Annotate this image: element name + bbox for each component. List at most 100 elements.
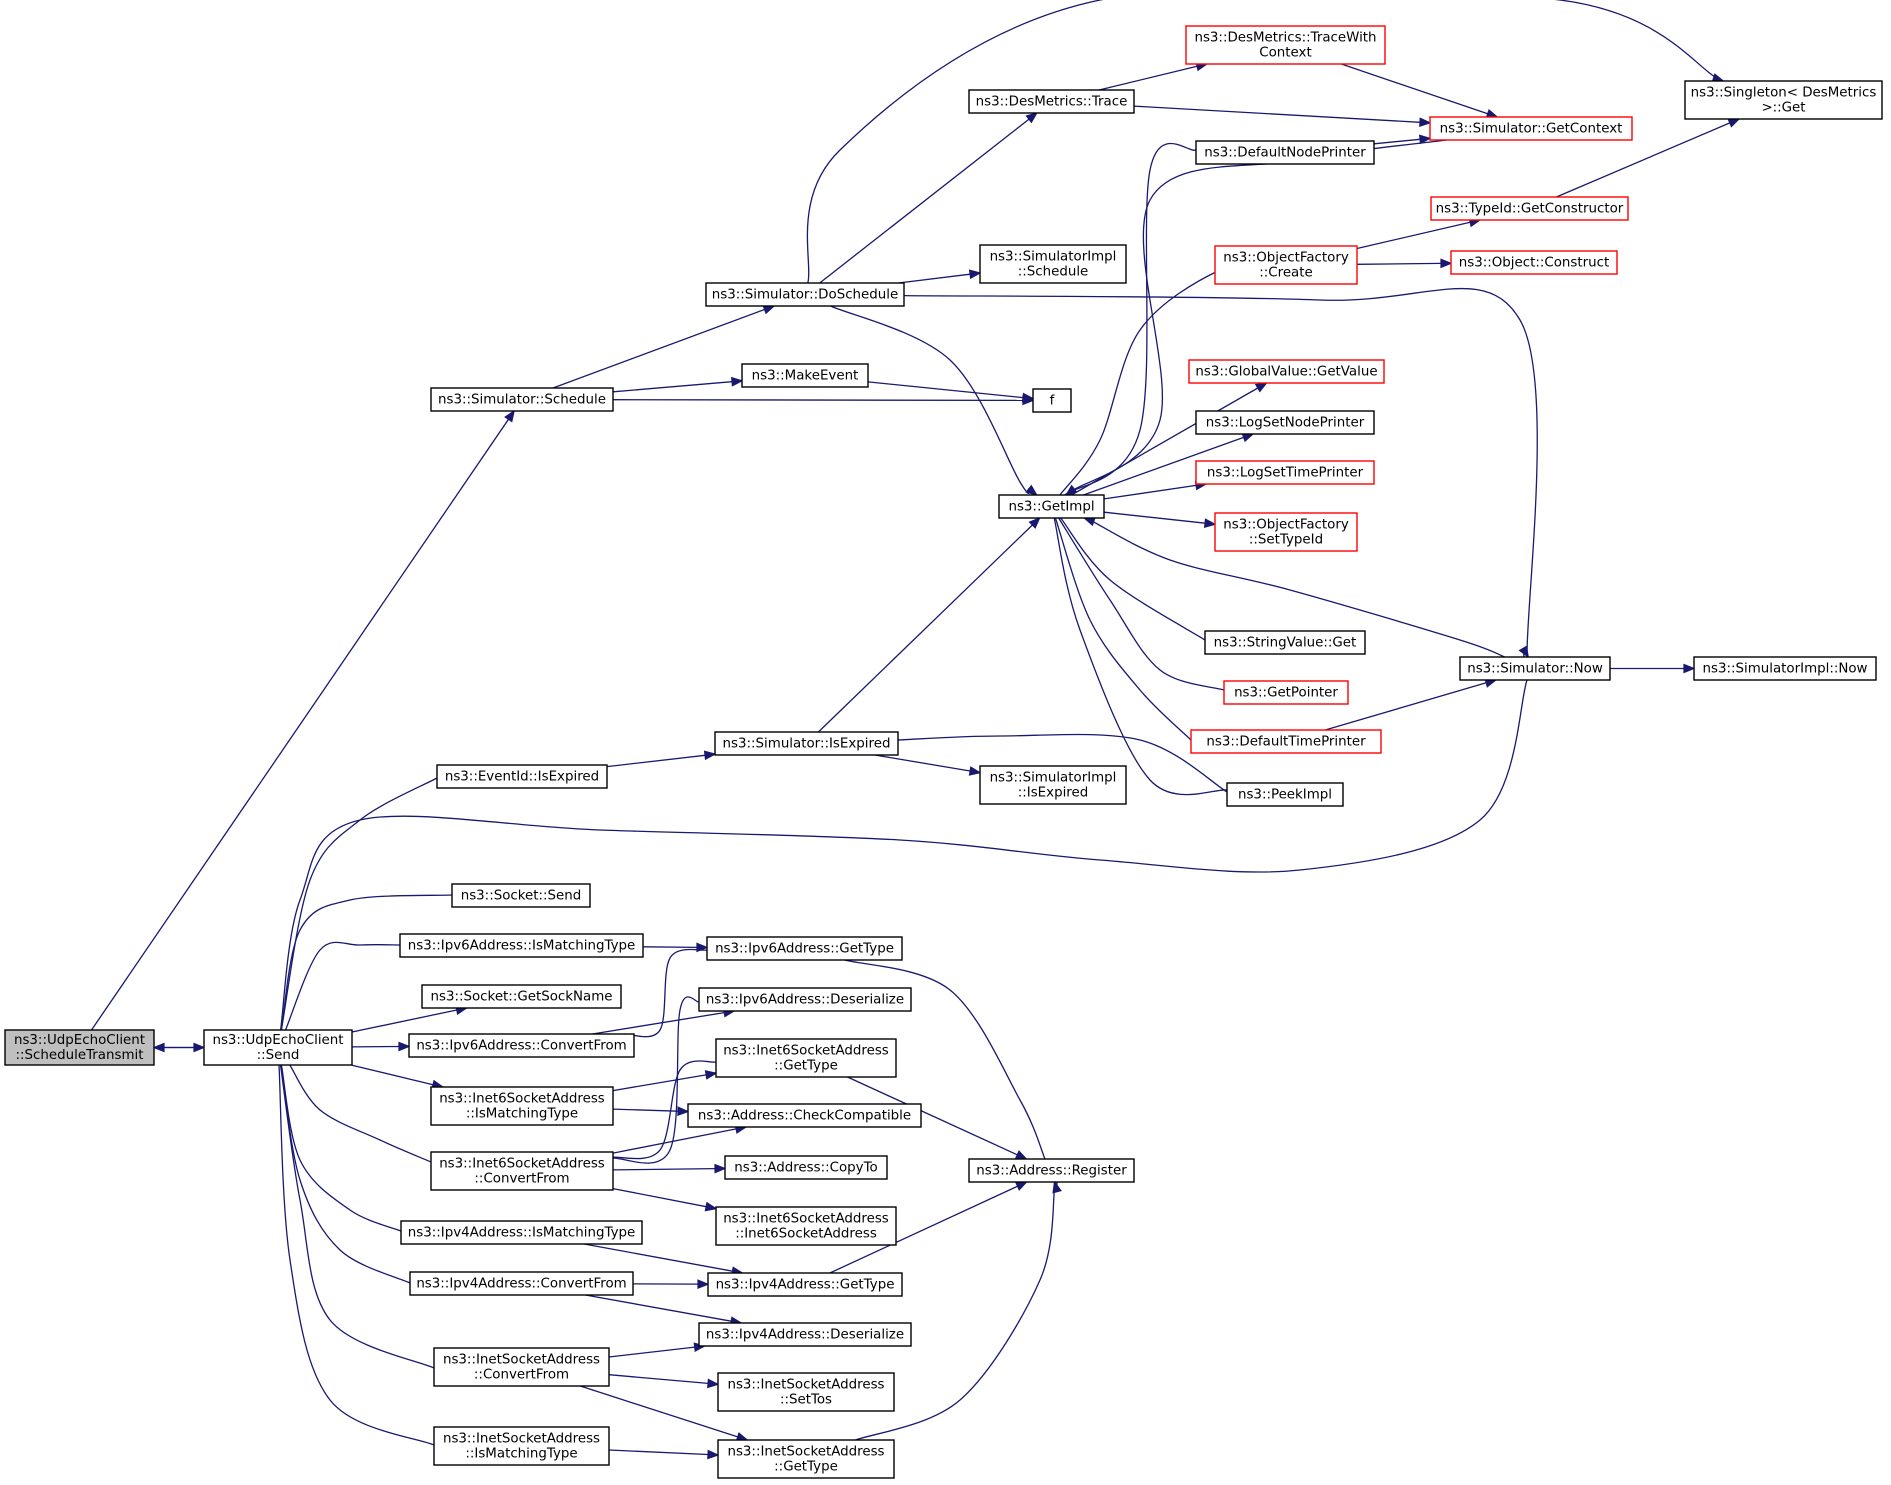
node-label: ns3::InetSocketAddress — [727, 1445, 884, 1460]
node-deftime[interactable]: ns3::DefaultTimePrinter — [1190, 729, 1382, 754]
edge-line — [819, 118, 1030, 284]
node-addrreg[interactable]: ns3::Address::Register — [968, 1158, 1135, 1183]
edge-line — [1071, 387, 1259, 496]
edge-line — [1133, 105, 1421, 123]
edge-ipv4match-to-ipv4gettype — [584, 1243, 744, 1276]
node-getpointer[interactable]: ns3::GetPointer — [1223, 680, 1349, 705]
edge-line — [592, 1011, 725, 1035]
node-label: ns3::InetSocketAddress — [443, 1432, 600, 1447]
arrowhead-icon — [703, 750, 717, 761]
node-objconstruct[interactable]: ns3::Object::Construct — [1450, 250, 1618, 275]
node-logsetnode[interactable]: ns3::LogSetNodePrinter — [1195, 410, 1375, 435]
edge-send-to-ipv6conv — [351, 1041, 411, 1052]
node-f[interactable]: f — [1032, 388, 1072, 413]
node-typeidctor[interactable]: ns3::TypeId::GetConstructor — [1430, 196, 1629, 221]
arrowhead-icon — [1683, 663, 1696, 674]
edge-isexpired-to-getimpl — [817, 516, 1041, 733]
node-addrcheck[interactable]: ns3::Address::CheckCompatible — [687, 1103, 922, 1128]
node-i6saconv[interactable]: ns3::Inet6SocketAddress::ConvertFrom — [430, 1151, 614, 1191]
edge-send-to-simnow — [279, 669, 1532, 1031]
node-ipv4match[interactable]: ns3::Ipv4Address::IsMatchingType — [400, 1220, 643, 1245]
node-box — [1190, 729, 1382, 754]
node-isexpired[interactable]: ns3::Simulator::IsExpired — [714, 731, 899, 756]
edge-line — [584, 1243, 733, 1272]
node-isaconv[interactable]: ns3::InetSocketAddress::ConvertFrom — [433, 1347, 610, 1387]
node-addrcopy[interactable]: ns3::Address::CopyTo — [724, 1155, 888, 1180]
edge-line — [612, 1187, 707, 1208]
node-label: ns3::Inet6SocketAddress — [723, 1044, 889, 1059]
edge-line — [1356, 221, 1471, 250]
edge-send-to-isaconv — [279, 1064, 443, 1373]
edge-line — [612, 399, 1024, 402]
node-simimplnow[interactable]: ns3::SimulatorImpl::Now — [1693, 656, 1877, 681]
edge-line — [1063, 139, 1447, 498]
node-isasettos[interactable]: ns3::InetSocketAddress::SetTos — [717, 1372, 895, 1412]
node-ipv6gettype[interactable]: ns3::Ipv6Address::GetType — [706, 936, 903, 961]
node-label: ns3::Inet6SocketAddress — [439, 1092, 605, 1107]
node-label: ns3::Simulator::DoSchedule — [712, 288, 898, 303]
node-simimplexp[interactable]: ns3::SimulatorImpl::IsExpired — [979, 765, 1127, 805]
node-ipv6conv[interactable]: ns3::Ipv6Address::ConvertFrom — [408, 1033, 635, 1058]
arrowhead-icon — [1052, 1180, 1062, 1194]
node-globalval[interactable]: ns3::GlobalValue::GetValue — [1188, 359, 1385, 384]
edge-line — [624, 948, 711, 1038]
edge-line — [608, 1449, 709, 1456]
edge-line — [284, 941, 404, 1031]
node-label: ns3::SimulatorImpl::Now — [1702, 662, 1867, 677]
edge-isaconv-to-isasettos — [608, 1374, 720, 1389]
node-makeevent[interactable]: ns3::MakeEvent — [741, 363, 869, 388]
node-ipv4conv[interactable]: ns3::Ipv4Address::ConvertFrom — [409, 1271, 634, 1296]
node-singleton[interactable]: ns3::Singleton< DesMetrics>::Get — [1684, 80, 1883, 120]
node-isagettype[interactable]: ns3::InetSocketAddress::GetType — [717, 1439, 895, 1479]
node-sockname[interactable]: ns3::Socket::GetSockName — [421, 984, 622, 1009]
node-defnode[interactable]: ns3::DefaultNodePrinter — [1195, 140, 1375, 165]
node-getimpl[interactable]: ns3::GetImpl — [998, 494, 1105, 519]
node-logsettime[interactable]: ns3::LogSetTimePrinter — [1195, 460, 1375, 485]
node-label: ::Create — [1259, 266, 1313, 281]
arrowhead-icon — [504, 409, 516, 423]
node-objfcreate[interactable]: ns3::ObjectFactory::Create — [1214, 245, 1358, 285]
edge-line — [1098, 65, 1198, 91]
node-label: ns3::Simulator::GetContext — [1440, 122, 1623, 137]
node-sched[interactable]: ns3::Simulator::Schedule — [430, 387, 614, 412]
edge-line — [898, 273, 971, 284]
node-objfsettype[interactable]: ns3::ObjectFactory::SetTypeId — [1214, 512, 1358, 552]
node-box — [400, 1220, 643, 1245]
node-isamatch[interactable]: ns3::InetSocketAddress::IsMatchingType — [433, 1426, 610, 1466]
node-box — [715, 1038, 897, 1078]
arrowhead-icon — [677, 1106, 690, 1117]
node-box — [1204, 630, 1366, 655]
node-label: ::Send — [257, 1048, 300, 1063]
node-label: >::Get — [1761, 101, 1805, 116]
node-dosched[interactable]: ns3::Simulator::DoSchedule — [705, 282, 905, 307]
node-ipv4deser[interactable]: ns3::Ipv4Address::Deserialize — [698, 1322, 912, 1347]
node-send[interactable]: ns3::UdpEchoClient::Send — [203, 1029, 353, 1066]
arrowhead-icon — [1203, 518, 1217, 529]
node-simimplsched[interactable]: ns3::SimulatorImpl::Schedule — [979, 244, 1127, 284]
edge-line — [351, 1064, 434, 1086]
node-label: ::Schedule — [1018, 265, 1089, 280]
node-box — [717, 1372, 895, 1412]
node-label: ns3::SimulatorImpl — [990, 250, 1117, 265]
node-ipv4gettype[interactable]: ns3::Ipv4Address::GetType — [707, 1272, 903, 1297]
node-ipv6match[interactable]: ns3::Ipv6Address::IsMatchingType — [399, 933, 644, 958]
arrowhead-icon — [1440, 258, 1453, 269]
node-peekimpl[interactable]: ns3::PeekImpl — [1226, 782, 1344, 807]
node-eventid[interactable]: ns3::EventId::IsExpired — [436, 764, 608, 789]
node-socksend[interactable]: ns3::Socket::Send — [451, 883, 591, 908]
node-label: ::GetType — [774, 1059, 838, 1074]
node-desmtrace[interactable]: ns3::DesMetrics::Trace — [968, 89, 1135, 114]
node-i6samatch[interactable]: ns3::Inet6SocketAddress::IsMatchingType — [430, 1086, 614, 1126]
node-label: ns3::Simulator::Schedule — [438, 393, 606, 408]
node-getcontext[interactable]: ns3::Simulator::GetContext — [1429, 116, 1633, 141]
node-i6sactor[interactable]: ns3::Inet6SocketAddress::Inet6SocketAddr… — [715, 1206, 897, 1246]
node-box — [1214, 512, 1358, 552]
edge-line — [280, 1064, 406, 1234]
node-ipv6deser[interactable]: ns3::Ipv6Address::Deserialize — [698, 987, 912, 1012]
node-label: ::ConvertFrom — [474, 1172, 569, 1187]
node-stringval[interactable]: ns3::StringValue::Get — [1204, 630, 1366, 655]
node-i6sagettype[interactable]: ns3::Inet6SocketAddress::GetType — [715, 1038, 897, 1078]
node-simnow[interactable]: ns3::Simulator::Now — [1459, 656, 1611, 681]
node-root[interactable]: ns3::UdpEchoClient::ScheduleTransmit — [4, 1029, 155, 1066]
